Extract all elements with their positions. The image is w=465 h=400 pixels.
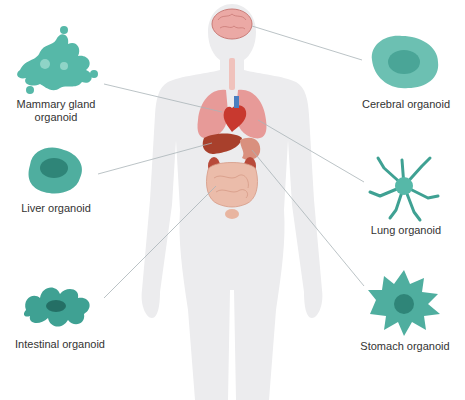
- bladder: [225, 209, 239, 219]
- aorta: [234, 96, 239, 108]
- cerebral-organoid: [372, 36, 438, 88]
- brain: [212, 9, 252, 39]
- intestinal-organoid: [24, 288, 90, 327]
- left-lung: [198, 90, 229, 139]
- organoid-label: Lung organoid: [354, 224, 458, 237]
- trachea: [229, 58, 235, 90]
- intestines: [206, 163, 257, 208]
- mammary-gland-organoid: [17, 26, 98, 94]
- organoid-label: Liver organoid: [4, 202, 108, 215]
- organoid-label: Cerebral organoid: [352, 98, 460, 111]
- organoid-label: Stomach organoid: [349, 340, 461, 353]
- organoid-label: Intestinal organoid: [4, 338, 116, 351]
- leader-lines: [98, 26, 364, 298]
- heart: [224, 105, 247, 132]
- organoid-label: Mammary gland organoid: [14, 98, 98, 124]
- stomach-organoid: [368, 270, 440, 336]
- lung-organoid: [370, 158, 438, 220]
- liver-organoid: [29, 147, 82, 193]
